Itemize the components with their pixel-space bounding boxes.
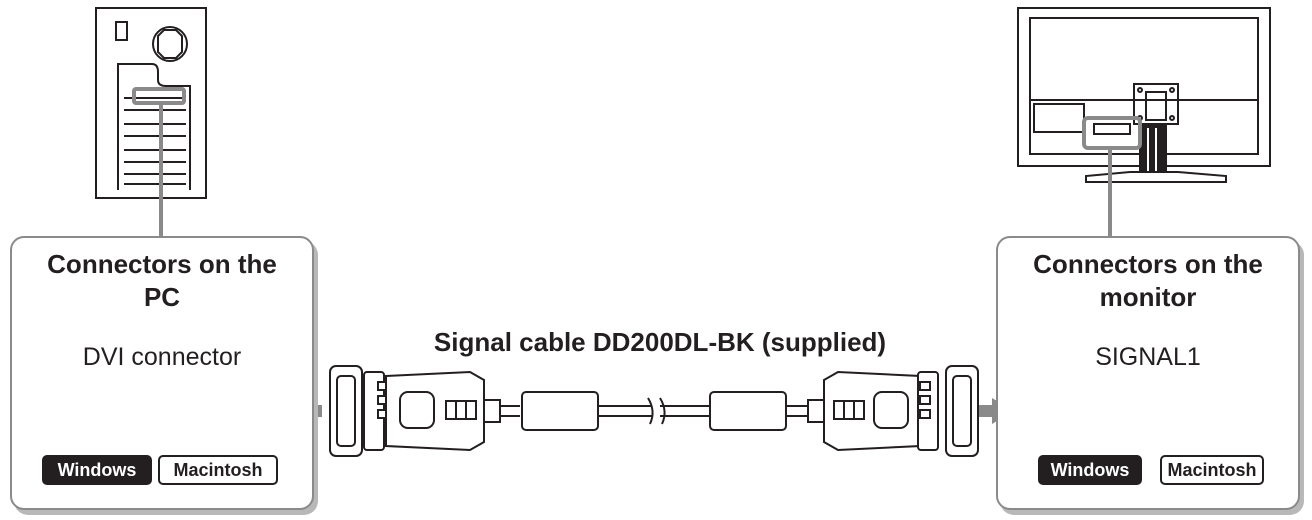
monitor-rear-icon xyxy=(1017,7,1271,183)
pc-port-highlight xyxy=(132,87,186,105)
panel-title: Connectors on the monitor xyxy=(998,248,1298,314)
windows-badge: Windows xyxy=(1038,455,1142,485)
macintosh-badge: Macintosh xyxy=(158,455,278,485)
connector-label: DVI connector xyxy=(82,343,242,371)
panel-title-line1: Connectors on the xyxy=(1033,249,1263,279)
pc-tower-icon xyxy=(95,7,207,199)
ferrite-core-icon xyxy=(521,391,599,431)
pc-connector-panel: Connectors on the PC DVI connector Windo… xyxy=(10,236,314,510)
panel-title-line1: Connectors on the xyxy=(47,249,277,279)
panel-title-line2: PC xyxy=(143,282,181,312)
connector-label: SIGNAL1 xyxy=(1095,343,1201,371)
macintosh-badge: Macintosh xyxy=(1160,455,1264,485)
monitor-connector-panel: Connectors on the monitor SIGNAL1 Window… xyxy=(996,236,1300,510)
cable-label: Signal cable DD200DL-BK (supplied) xyxy=(433,327,887,357)
panel-title: Connectors on the PC xyxy=(12,248,312,314)
monitor-port-icon xyxy=(1093,123,1131,135)
signal-cable xyxy=(329,365,979,457)
panel-title-line2: monitor xyxy=(1099,282,1197,312)
windows-badge: Windows xyxy=(42,455,152,485)
